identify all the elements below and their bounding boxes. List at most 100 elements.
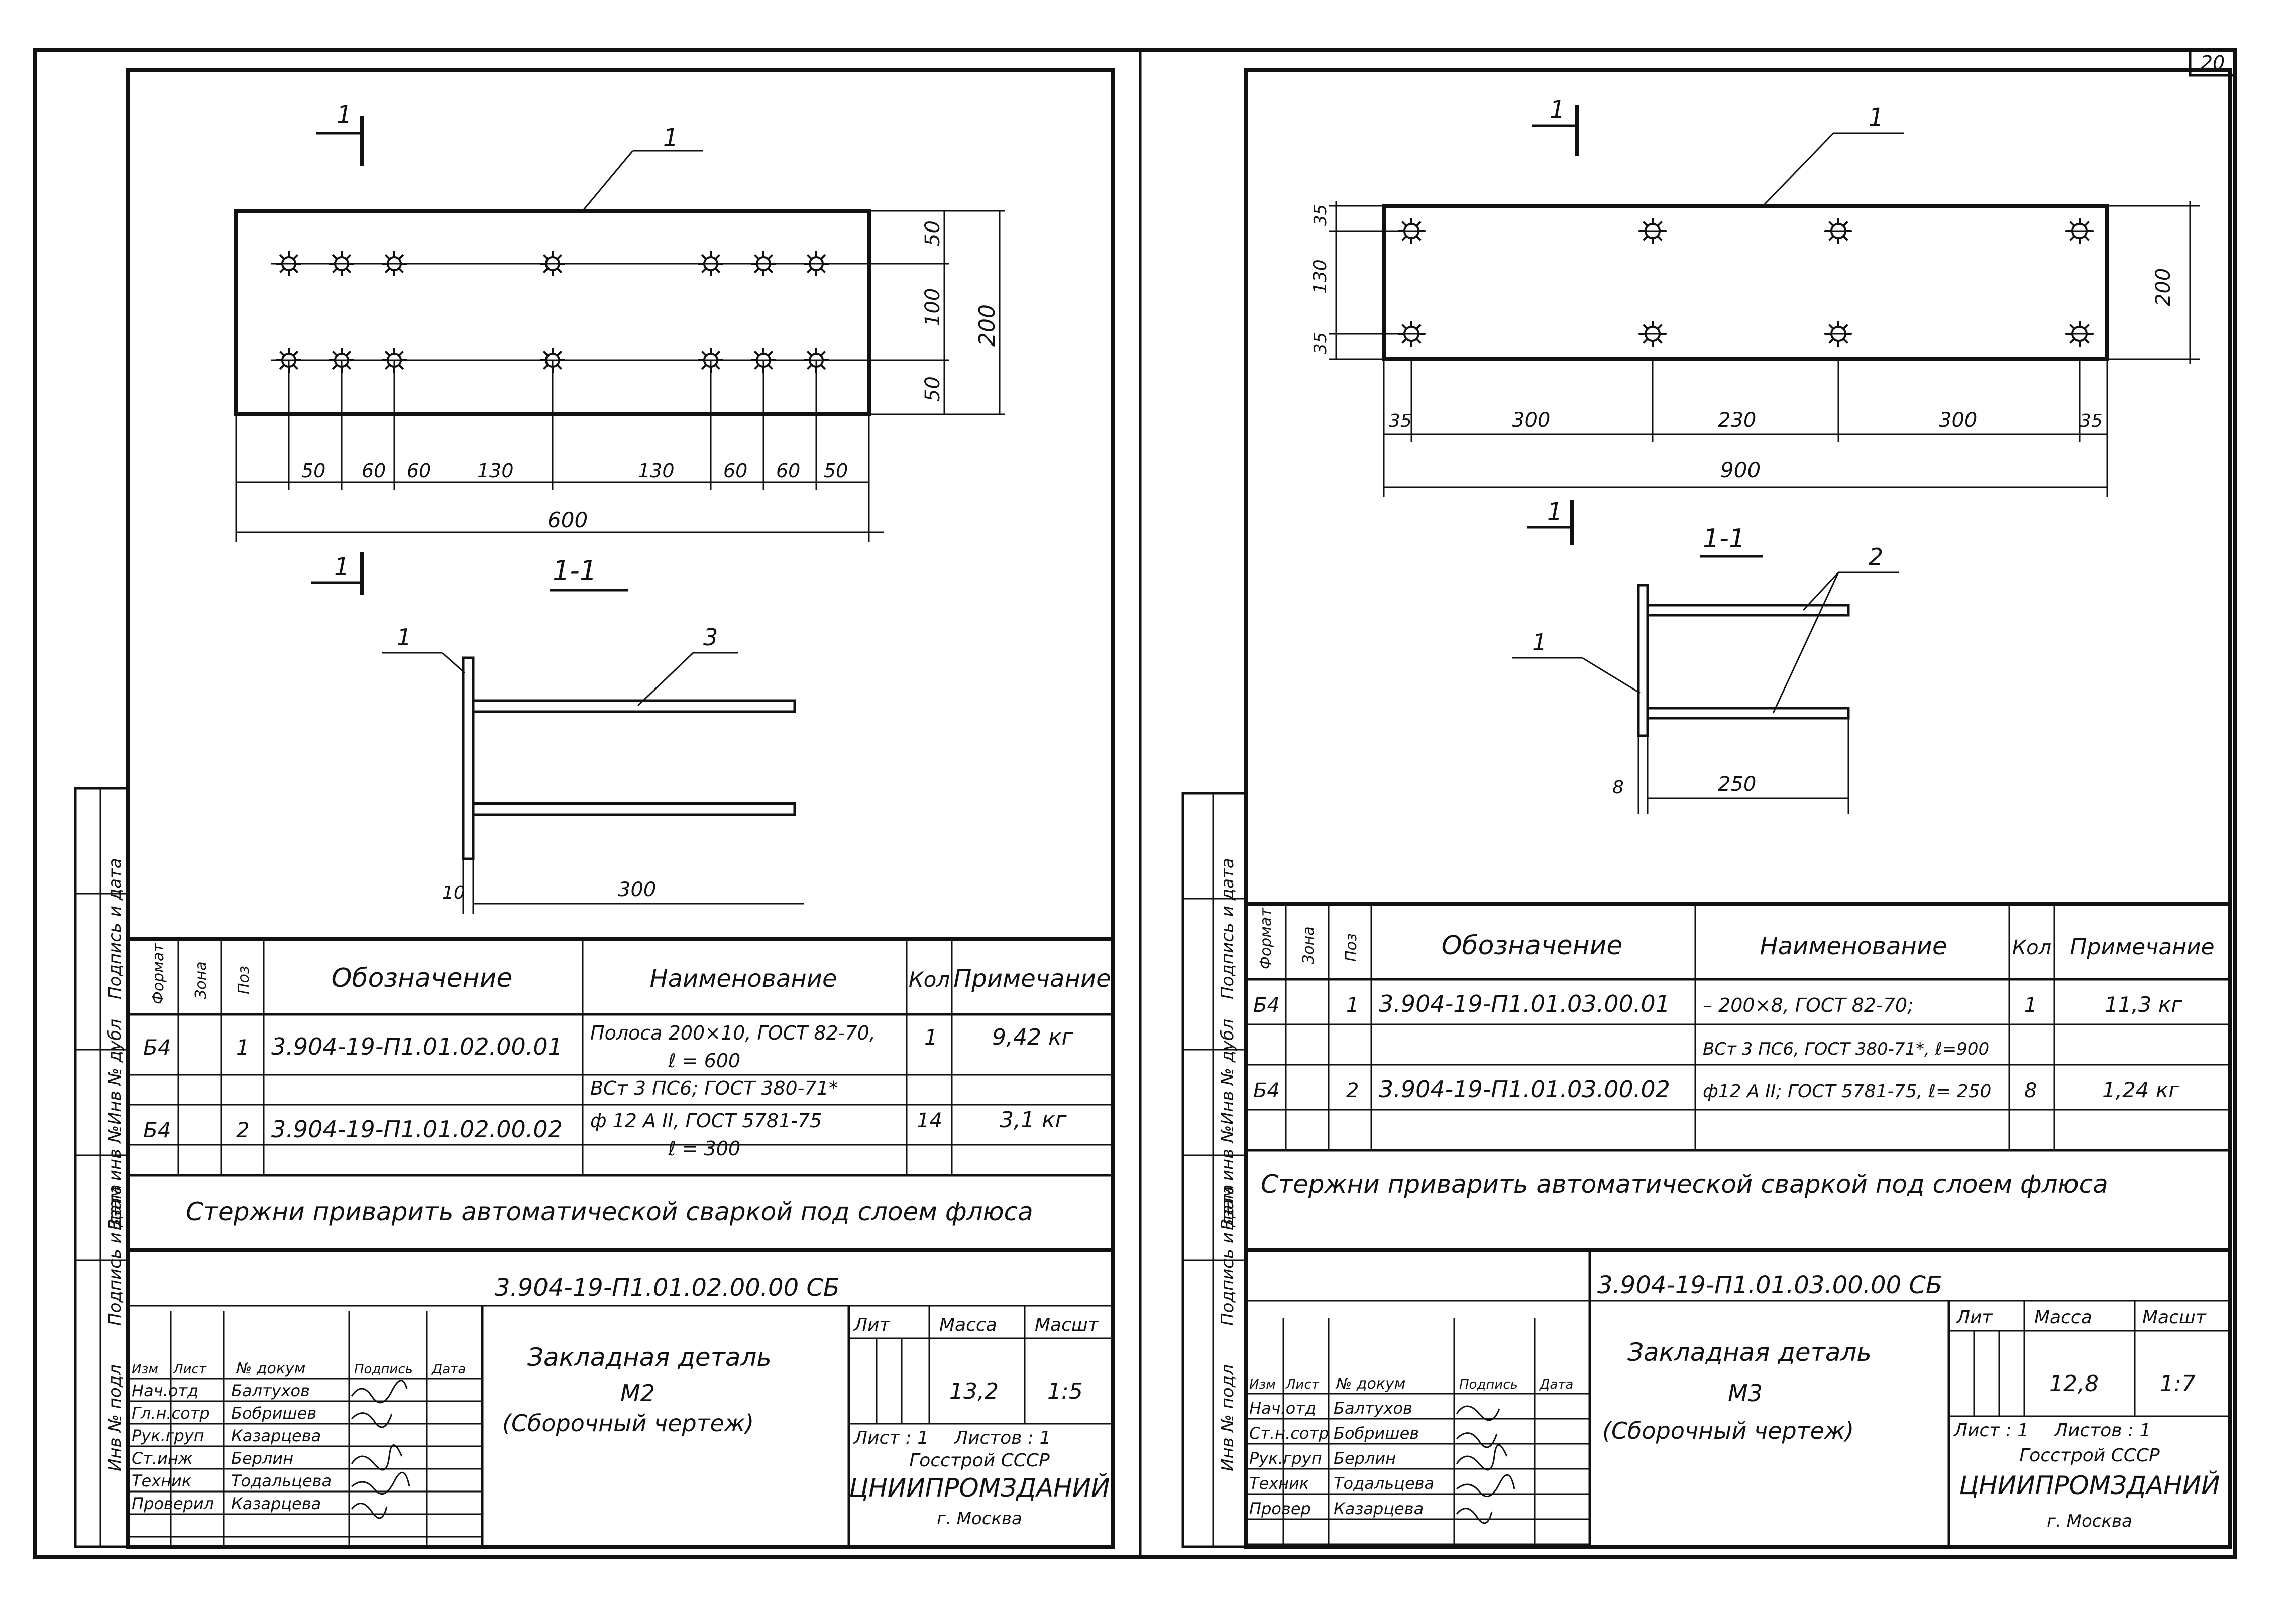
svg-text:Б4: Б4 — [1253, 994, 1280, 1017]
svg-text:1: 1 — [1346, 994, 1359, 1017]
svg-text:М3: М3 — [1728, 1380, 1763, 1407]
stud-symbol — [1638, 321, 1667, 347]
svg-text:М2: М2 — [620, 1380, 655, 1407]
svg-text:Бобришев: Бобришев — [231, 1404, 316, 1423]
svg-text:Рук.груп: Рук.груп — [132, 1426, 204, 1445]
svg-text:Бобришев: Бобришев — [1334, 1424, 1419, 1443]
svg-text:г. Москва: г. Москва — [937, 1509, 1022, 1529]
svg-text:Берлин: Берлин — [1334, 1449, 1396, 1468]
dim-total: 900 — [1720, 457, 1761, 482]
svg-text:2: 2 — [1869, 543, 1883, 570]
section-mark-top: 1 — [316, 101, 364, 166]
svg-text:1: 1 — [337, 101, 352, 129]
svg-text:Лист : 1: Лист : 1 — [853, 1428, 929, 1448]
svg-text:13,2: 13,2 — [949, 1379, 999, 1404]
svg-text:2: 2 — [1346, 1079, 1359, 1102]
svg-text:Примечание: Примечание — [2070, 934, 2214, 960]
svg-text:Поз: Поз — [1343, 933, 1360, 962]
svg-text:Б4: Б4 — [1253, 1079, 1280, 1102]
stud-symbol — [1824, 321, 1852, 347]
svg-text:Изм: Изм — [1249, 1377, 1276, 1392]
side-label-inv-dubl: Инв № дубл — [1218, 1019, 1238, 1125]
side-label-signature: Подпись и дата — [105, 1184, 125, 1326]
svg-text:14: 14 — [917, 1109, 942, 1132]
svg-text:Техник: Техник — [132, 1471, 192, 1490]
svg-text:Наименование: Наименование — [649, 965, 837, 993]
svg-text:9,42 кг: 9,42 кг — [992, 1024, 1074, 1050]
stud-symbol — [1638, 218, 1667, 244]
spec-table: Формат Зона Поз Обозначение Наименование… — [1246, 902, 2230, 1252]
svg-text:Листов : 1: Листов : 1 — [953, 1428, 1051, 1448]
doc-code: 3.904-19-П1.01.03.00.00 СБ — [1597, 1271, 1942, 1299]
dim-h-3: 300 — [1939, 409, 1977, 432]
stud-symbol — [697, 348, 724, 373]
svg-text:3.904-19-П1.01.02.00.01: 3.904-19-П1.01.02.00.01 — [271, 1033, 563, 1060]
section-title: 1-1 — [553, 555, 597, 587]
dim-h-4: 130 — [638, 460, 675, 482]
stud-symbol — [275, 251, 302, 276]
dim-h-0: 50 — [301, 460, 325, 482]
svg-text:Техник: Техник — [1249, 1474, 1309, 1493]
svg-text:Формат: Формат — [1257, 907, 1275, 969]
svg-text:Кол: Кол — [909, 967, 950, 992]
dim-h-3: 130 — [477, 460, 514, 482]
svg-text:250: 250 — [1718, 773, 1756, 796]
dim-h-1: 60 — [362, 460, 386, 482]
svg-text:ВСт 3 ПС6, ГОСТ 380-71*, ℓ=900: ВСт 3 ПС6, ГОСТ 380-71*, ℓ=900 — [1703, 1039, 1989, 1059]
section-view: 1 2 8 250 — [1512, 543, 1899, 814]
weld-note: Стержни приварить автоматической сваркой… — [186, 1197, 1033, 1226]
svg-text:Ст.н.сотр: Ст.н.сотр — [1249, 1424, 1329, 1443]
svg-text:1: 1 — [1547, 498, 1563, 526]
side-label-vzam: Взам инв № — [105, 1125, 125, 1230]
svg-text:Тодальцева: Тодальцева — [231, 1471, 332, 1490]
stud-symbol — [275, 348, 302, 373]
stud-symbol — [1824, 218, 1852, 244]
stud-symbol — [539, 348, 566, 373]
svg-text:Лист : 1: Лист : 1 — [1953, 1420, 2029, 1441]
svg-text:Б4: Б4 — [143, 1035, 171, 1060]
svg-text:1: 1 — [1869, 103, 1884, 132]
svg-text:Дата: Дата — [431, 1362, 466, 1377]
svg-text:Листов : 1: Листов : 1 — [2053, 1420, 2151, 1441]
section-mark-bottom: 1 — [311, 552, 364, 595]
svg-text:Зона: Зона — [1300, 926, 1318, 964]
svg-text:Казарцева: Казарцева — [1334, 1499, 1424, 1518]
svg-text:Госстрой СССР: Госстрой СССР — [909, 1450, 1050, 1471]
dim-total: 600 — [548, 508, 588, 532]
outer-frame: 20 — [33, 48, 2237, 1559]
svg-text:Б4: Б4 — [143, 1118, 171, 1142]
svg-text:Казарцева: Казарцева — [231, 1494, 321, 1513]
svg-text:100: 100 — [921, 288, 944, 326]
svg-text:Масса: Масса — [939, 1315, 997, 1335]
side-label-inv-podl: Инв № подл — [1218, 1364, 1238, 1471]
svg-text:200: 200 — [2152, 268, 2175, 306]
svg-text:130: 130 — [1310, 259, 1331, 294]
svg-text:Подпись: Подпись — [354, 1362, 413, 1377]
svg-text:Берлин: Берлин — [231, 1449, 293, 1468]
stud-symbol — [381, 251, 408, 276]
svg-text:200: 200 — [974, 304, 1000, 347]
svg-text:3.904-19-П1.01.03.00.02: 3.904-19-П1.01.03.00.02 — [1379, 1076, 1670, 1103]
svg-text:3,1 кг: 3,1 кг — [1000, 1107, 1067, 1133]
svg-text:Масшт: Масшт — [1035, 1315, 1099, 1335]
title-block: 3.904-19-П1.01.02.00.00 СБ Закладная дет… — [127, 1274, 1113, 1547]
svg-text:10: 10 — [442, 883, 465, 903]
side-label-inv-podl: Инв № подл — [105, 1364, 125, 1471]
stud-symbol — [539, 251, 566, 276]
callout-plate: 1 — [582, 124, 703, 211]
svg-text:(Сборочный чертеж): (Сборочный чертеж) — [1602, 1417, 1854, 1444]
svg-text:– 200×8, ГОСТ 82-70;: – 200×8, ГОСТ 82-70; — [1703, 994, 1914, 1016]
signatures — [351, 1380, 410, 1519]
weld-note: Стержни приварить автоматической сваркой… — [1261, 1170, 2108, 1199]
svg-text:Провер: Провер — [1249, 1499, 1311, 1518]
side-label-signature2: Подпись и дата — [105, 858, 125, 999]
svg-text:Казарцева: Казарцева — [231, 1426, 321, 1445]
svg-text:ф12 А II; ГОСТ 5781-75, ℓ= 250: ф12 А II; ГОСТ 5781-75, ℓ= 250 — [1703, 1081, 1991, 1102]
svg-text:Балтухов: Балтухов — [231, 1381, 310, 1400]
svg-text:ф 12 А II, ГОСТ 5781-75: ф 12 А II, ГОСТ 5781-75 — [590, 1110, 822, 1132]
svg-text:50: 50 — [921, 376, 944, 402]
svg-text:8: 8 — [2024, 1079, 2037, 1102]
section-view: 1 3 10 300 — [382, 624, 804, 914]
svg-text:№ докум: № докум — [1335, 1375, 1405, 1393]
svg-text:11,3 кг: 11,3 кг — [2105, 992, 2182, 1017]
